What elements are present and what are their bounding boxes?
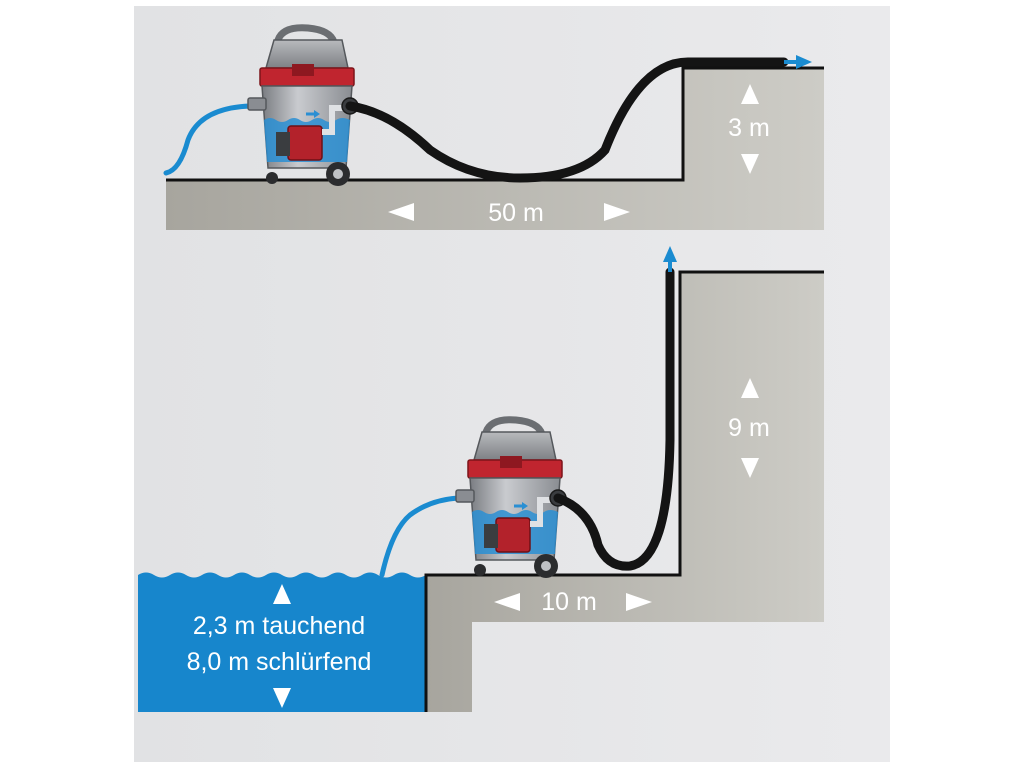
bottom-distance-arrow-left-icon bbox=[494, 593, 520, 611]
top-outlet-arrow-head bbox=[796, 55, 812, 69]
top-scene: 50 m 3 m bbox=[163, 28, 824, 230]
water-pool bbox=[138, 572, 426, 712]
top-height-label: 3 m bbox=[728, 114, 770, 142]
top-ground bbox=[166, 68, 824, 230]
bottom-height-arrow-down-icon bbox=[741, 458, 759, 478]
bottom-distance-label: 10 m bbox=[541, 588, 597, 616]
bottom-ground-edge bbox=[424, 270, 824, 712]
bottom-outlet-arrow-head bbox=[663, 246, 677, 262]
top-height-arrow-up-icon bbox=[741, 84, 759, 104]
bottom-height-arrow-up-icon bbox=[741, 378, 759, 398]
depth-label-line-1: 2,3 m tauchend bbox=[193, 612, 365, 640]
depth-arrow-down-icon bbox=[273, 688, 291, 708]
depth-label-line-2: 8,0 m schlürfend bbox=[187, 648, 372, 676]
top-suction-hose bbox=[163, 103, 253, 176]
bottom-distance-arrow-right-icon bbox=[626, 593, 652, 611]
top-distance-label: 50 m bbox=[488, 199, 544, 227]
bottom-suction-hose bbox=[379, 495, 461, 578]
top-discharge-hose bbox=[345, 57, 789, 183]
top-distance-arrow-left-icon bbox=[388, 203, 414, 221]
bottom-scene: 10 m 9 m 2,3 m tauchend 8,0 m schlürfend bbox=[138, 246, 824, 712]
top-distance-arrow-right-icon bbox=[604, 203, 630, 221]
bottom-height-label: 9 m bbox=[728, 414, 770, 442]
bottom-ground bbox=[426, 272, 824, 712]
top-height-arrow-down-icon bbox=[741, 154, 759, 174]
bottom-discharge-hose bbox=[553, 267, 675, 571]
depth-arrow-up-icon bbox=[273, 584, 291, 604]
top-ground-edge bbox=[166, 66, 824, 182]
